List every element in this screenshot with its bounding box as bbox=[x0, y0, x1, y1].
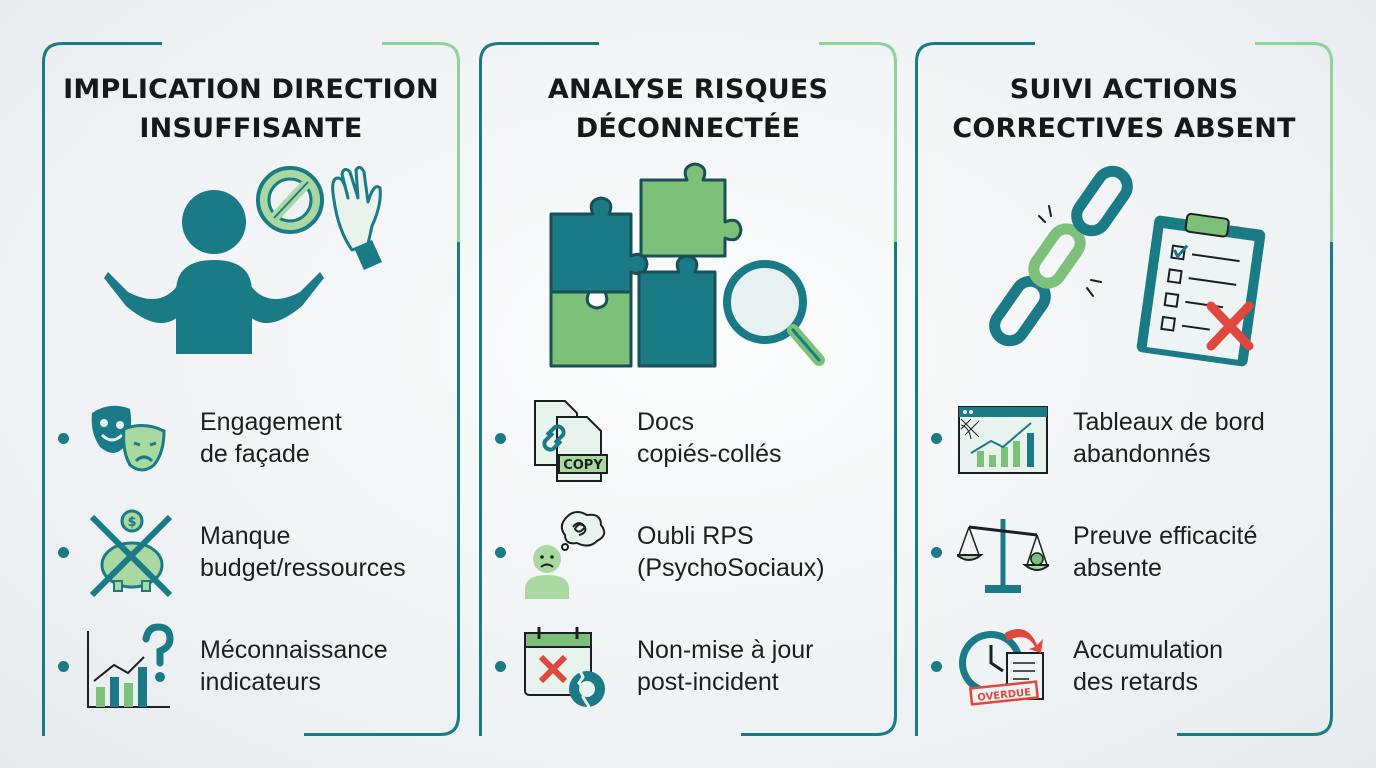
list-item: Méconnaissance indicateurs bbox=[42, 620, 460, 720]
item-text: Preuve efficacité absente bbox=[1073, 522, 1258, 582]
item-text: Non-mise à jour post-incident bbox=[637, 636, 814, 696]
broken-chain-icon bbox=[989, 165, 1133, 347]
list-item: Engagement de façade bbox=[42, 392, 460, 492]
magnifier-icon bbox=[723, 260, 825, 366]
list-item: Tableaux de bord abandonnés bbox=[915, 392, 1333, 492]
title-line: SUIVI ACTIONS bbox=[1009, 74, 1239, 105]
puzzle-pieces-icon bbox=[549, 162, 743, 368]
title-line: CORRECTIVES ABSENT bbox=[952, 113, 1296, 144]
list-item: COPY Docs copiés-collés bbox=[479, 392, 897, 492]
item-text: Engagement de façade bbox=[200, 408, 342, 468]
list-item: OVERDUE Accumulation des retards bbox=[915, 620, 1333, 720]
worried-person-icon bbox=[525, 511, 606, 599]
title-line: DÉCONNECTÉE bbox=[575, 113, 801, 144]
list-item: Oubli RPS (PsychoSociaux) bbox=[479, 506, 897, 606]
crossed-piggy-bank-icon: $ bbox=[89, 509, 173, 598]
clipboard-checklist-icon bbox=[1136, 212, 1266, 367]
bullet bbox=[495, 433, 506, 444]
bullet bbox=[495, 661, 506, 672]
bullet bbox=[931, 547, 942, 558]
item-text: Manque budget/ressources bbox=[200, 522, 406, 582]
item-text: Accumulation des retards bbox=[1073, 636, 1224, 696]
hero-illustration bbox=[104, 165, 382, 354]
hero-illustration bbox=[989, 165, 1266, 367]
chart-question-icon bbox=[87, 623, 174, 708]
calendar-broken-gear-icon bbox=[524, 627, 605, 708]
column-title: SUIVI ACTIONS CORRECTIVES ABSENT bbox=[915, 70, 1333, 148]
column-title: IMPLICATION DIRECTION INSUFFISANTE bbox=[42, 70, 460, 148]
bullet bbox=[931, 661, 942, 672]
column-analyse-risques: ANALYSE RISQUES DÉCONNECTÉE COPY bbox=[479, 42, 897, 736]
item-text: Oubli RPS (PsychoSociaux) bbox=[637, 522, 825, 582]
overdue-clock-icon: OVERDUE bbox=[959, 629, 1044, 706]
svg-text:COPY: COPY bbox=[563, 458, 603, 473]
person-shrug-icon bbox=[104, 190, 324, 354]
item-text: Docs copiés-collés bbox=[637, 408, 782, 468]
theater-masks-icon bbox=[91, 405, 166, 472]
copied-document-icon: COPY bbox=[534, 400, 608, 482]
title-line: INSUFFISANTE bbox=[139, 113, 363, 144]
hero-illustration bbox=[549, 162, 825, 368]
bullet bbox=[58, 547, 69, 558]
bullet bbox=[58, 433, 69, 444]
bullet bbox=[58, 661, 69, 672]
refusing-hand-icon bbox=[331, 165, 382, 270]
title-line: ANALYSE RISQUES bbox=[547, 74, 829, 105]
column-suivi-actions: SUIVI ACTIONS CORRECTIVES ABSENT bbox=[915, 42, 1333, 736]
column-title: ANALYSE RISQUES DÉCONNECTÉE bbox=[479, 70, 897, 148]
bullet bbox=[931, 433, 942, 444]
list-item: Non-mise à jour post-incident bbox=[479, 620, 897, 720]
unbalanced-scale-icon bbox=[957, 519, 1049, 593]
abandoned-dashboard-icon bbox=[958, 406, 1048, 474]
list-item: Preuve efficacité absente bbox=[915, 506, 1333, 606]
prohibited-icon bbox=[256, 166, 324, 234]
column-implication-direction: IMPLICATION DIRECTION INSUFFISANTE bbox=[42, 42, 460, 736]
title-line: IMPLICATION DIRECTION bbox=[63, 74, 439, 105]
item-text: Tableaux de bord abandonnés bbox=[1073, 408, 1265, 468]
svg-text:$: $ bbox=[127, 515, 136, 530]
list-item: $ Manque budget/ressources bbox=[42, 506, 460, 606]
item-text: Méconnaissance indicateurs bbox=[200, 636, 388, 696]
bullet bbox=[495, 547, 506, 558]
